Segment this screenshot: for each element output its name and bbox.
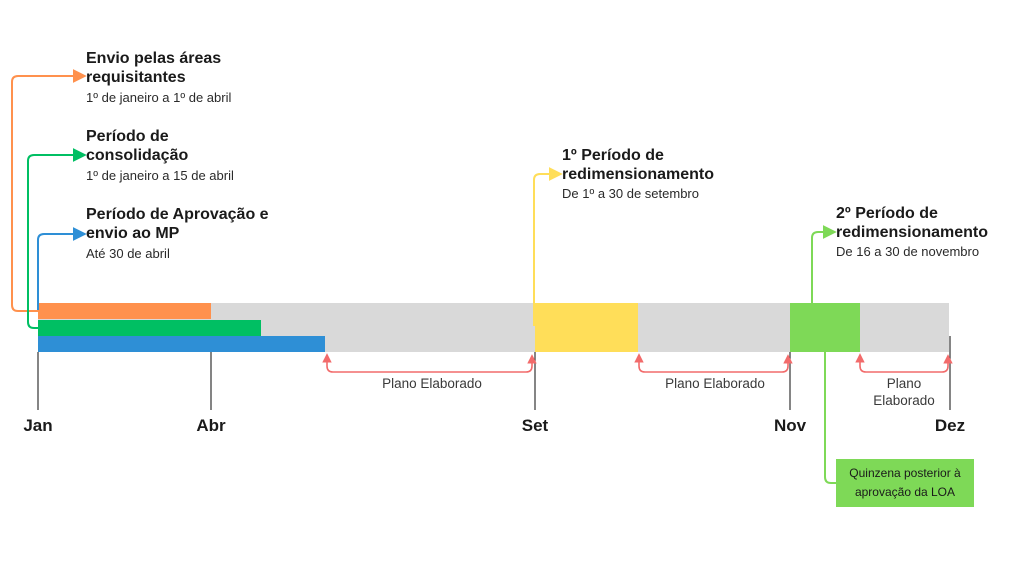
annotation-redim2-title-line2: redimensionamento <box>836 224 989 241</box>
annotation-redim1-subtitle: De 1º a 30 de setembro <box>562 186 699 201</box>
bar-envio <box>38 303 211 319</box>
annotation-envio-title: Envio pelas áreas requisitantes <box>86 49 221 87</box>
connector-aprovacao <box>37 227 87 310</box>
note-line1: Quinzena posterior à <box>849 466 961 480</box>
note-line2: aprovação da LOA <box>854 485 956 499</box>
connector-note <box>824 352 836 484</box>
month-label-jan: Jan <box>23 416 53 435</box>
bar-consolidacao <box>38 320 261 336</box>
gap-arrow-2 <box>638 354 793 373</box>
annotation-redim2-title-line1: 2º Período de <box>836 205 938 222</box>
connector-envio <box>11 69 87 312</box>
annotation-redim1-title-line2: redimensionamento <box>562 166 715 183</box>
annotation-redim1-title: 1º Período de redimensionamento <box>562 146 714 184</box>
month-label-set: Set <box>521 416 549 435</box>
bar-redimensionamento-2 <box>790 303 860 352</box>
annotation-envio-title-line1: Envio pelas áreas <box>86 50 222 67</box>
annotation-consolidacao-title: Período de consolidação <box>86 127 188 165</box>
annotation-aprovacao-subtitle: Até 30 de abril <box>86 246 170 261</box>
gap-label-3-line1: Plano <box>886 376 922 391</box>
annotation-consolidacao-title-line1: Período de <box>86 128 169 145</box>
gap-label-1: Plano Elaborado <box>382 376 482 391</box>
month-label-abr: Abr <box>196 416 226 435</box>
connector-consolidacao <box>27 148 87 329</box>
month-label-dez: Dez <box>934 416 966 435</box>
bar-aprovacao <box>38 336 325 352</box>
annotation-redim2-subtitle: De 16 a 30 de novembro <box>836 244 980 259</box>
gap-label-2: Plano Elaborado <box>665 376 765 391</box>
annotation-redim1-title-line1: 1º Período de <box>562 147 664 164</box>
gap-label-3-line2: Elaborado <box>873 393 935 408</box>
month-label-nov: Nov <box>773 416 807 435</box>
annotation-envio-subtitle: 1º de janeiro a 1º de abril <box>86 90 232 105</box>
gap-label-3: Plano Elaborado <box>873 375 935 409</box>
connector-redimensionamento-1 <box>533 167 563 326</box>
note-box: Quinzena posterior à aprovação da LOA <box>836 459 974 507</box>
bar-redimensionamento-1 <box>535 303 638 352</box>
annotation-envio-title-line2: requisitantes <box>86 69 186 86</box>
gap-arrow-1 <box>326 354 537 373</box>
annotation-aprovacao-title-line2: envio ao MP <box>86 225 180 242</box>
annotation-aprovacao-title-line1: Período de Aprovação e <box>86 206 269 223</box>
annotation-consolidacao-subtitle: 1º de janeiro a 15 de abril <box>86 168 234 183</box>
annotation-redim2-title: 2º Período de redimensionamento <box>836 204 988 242</box>
annotation-consolidacao-title-line2: consolidação <box>86 147 189 164</box>
connector-redimensionamento-2 <box>811 225 837 303</box>
gap-arrow-3 <box>859 354 953 373</box>
annotation-aprovacao-title: Período de Aprovação e envio ao MP <box>86 205 269 243</box>
